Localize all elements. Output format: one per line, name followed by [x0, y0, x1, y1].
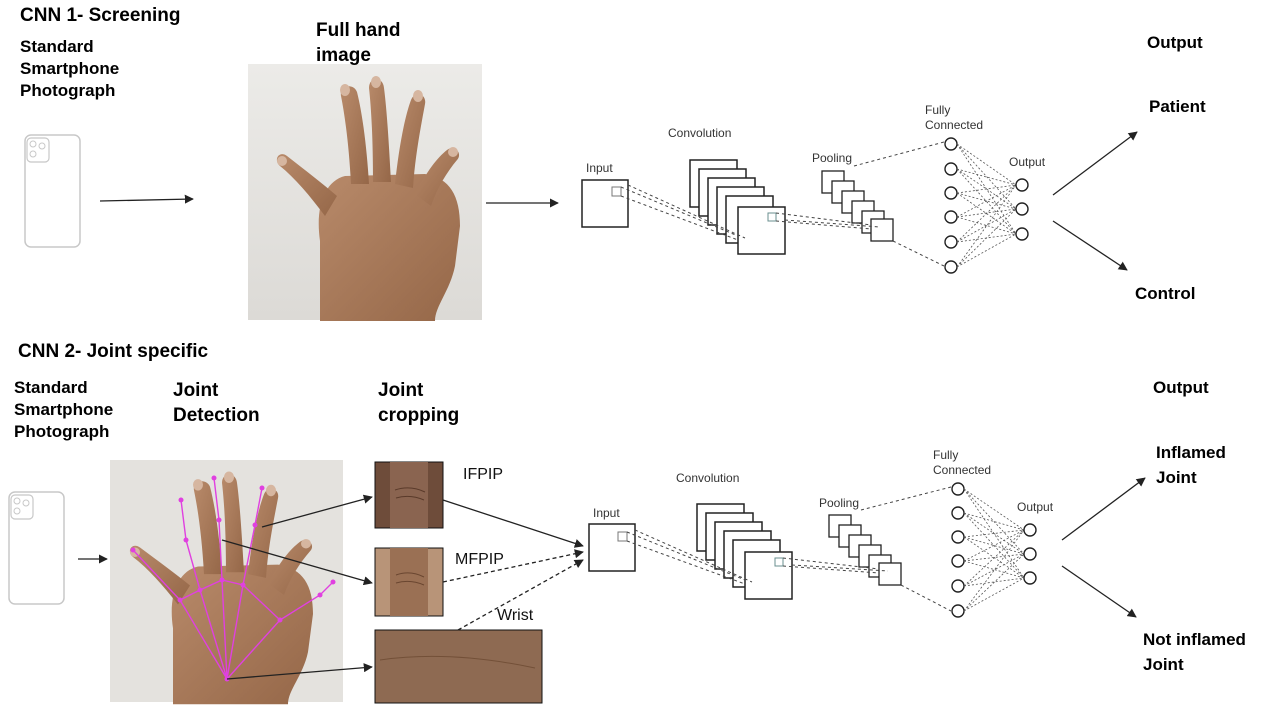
cnn1-conv-front: [737, 206, 786, 255]
cnn2-convolution-label: Convolution: [676, 471, 740, 485]
crop-label-mfpip: MFPIP: [455, 551, 504, 568]
cnn1-fully-connected-label: Fully Connected: [925, 103, 984, 132]
arrow-phone-to-image: [99, 194, 194, 204]
cnn2-architecture: [588, 482, 1037, 618]
arrow-to-not-inflamed: [1061, 565, 1137, 618]
crop-label-wrist: Wrist: [497, 607, 534, 624]
cnn1-architecture: [581, 137, 1029, 274]
mfpip-crop-image: [374, 547, 444, 617]
cnn2-output-layer-label: Output: [1017, 500, 1054, 514]
output-inflamed-joint: Inflamed Joint: [1156, 443, 1226, 487]
cnn2-conv-front: [744, 551, 793, 600]
section2-title: CNN 2- Joint specific: [18, 341, 209, 362]
cnn2-fc-layer: [951, 482, 965, 618]
arrow-to-wrist-crop: [226, 663, 373, 680]
arrow-to-inflamed: [1061, 477, 1146, 541]
arrow-to-ifpip-crop: [261, 494, 373, 528]
full-hand-image-label: Full hand image: [316, 20, 401, 66]
cnn1-fc-layer: [944, 137, 958, 274]
smartphone-icon: [8, 491, 65, 605]
section1-title: CNN 1- Screening: [20, 5, 181, 26]
arrow-to-control: [1052, 220, 1128, 271]
arrow-to-mfpip-crop: [221, 539, 373, 586]
section1-source-label: Standard Smartphone Photograph: [20, 37, 120, 100]
section2-source-label: Standard Smartphone Photograph: [14, 378, 114, 441]
cnn1-convolution-label: Convolution: [668, 126, 732, 140]
section1-output-title: Output: [1147, 33, 1203, 52]
arrow-wrist-to-input: [457, 559, 584, 631]
crop-label-ifpip: IFPIP: [463, 466, 504, 483]
cnn1-input-label: Input: [586, 161, 613, 175]
cnn2-input-box: [588, 523, 636, 572]
output-not-inflamed-joint: Not inflamed Joint: [1143, 630, 1246, 674]
cnn1-pooling-label: Pooling: [812, 151, 853, 165]
cnn2-input-label: Input: [593, 506, 620, 520]
joint-detection-label: Joint Detection: [173, 380, 260, 426]
cnn2-fully-connected-label: Fully Connected: [933, 448, 992, 477]
joint-cropping-label: Joint cropping: [378, 380, 460, 426]
output-control: Control: [1135, 284, 1196, 303]
smartphone-icon: [24, 134, 81, 248]
joint-detection-image: [110, 460, 343, 705]
wrist-crop-image: [374, 629, 543, 704]
arrow-mfpip-to-input: [442, 549, 584, 583]
cnn2-pooling-label: Pooling: [819, 496, 860, 510]
output-patient: Patient: [1149, 97, 1206, 116]
cnn1-input-box: [581, 179, 629, 228]
arrow-to-patient: [1052, 131, 1138, 196]
ifpip-crop-image: [374, 461, 444, 529]
section2-output-title: Output: [1153, 378, 1209, 397]
cnn1-output-layer-label: Output: [1009, 155, 1046, 169]
full-hand-image: [248, 64, 482, 321]
arrow-ifpip-to-input: [442, 499, 584, 548]
cnn2-output-layer: [1023, 523, 1037, 585]
cnn1-output-layer: [1015, 178, 1029, 241]
